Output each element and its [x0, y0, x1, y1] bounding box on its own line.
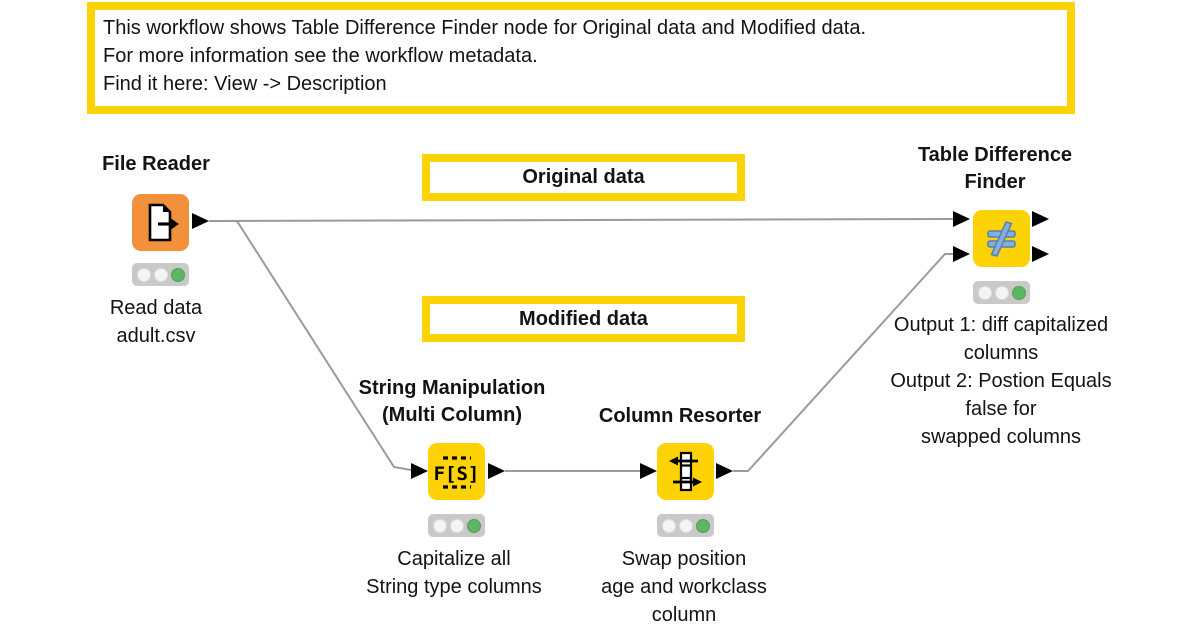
node-comment-string-manipulation: Capitalize all String type columns [366, 548, 542, 598]
connection-filereader-to-tablediff-in1[interactable] [208, 218, 954, 222]
svg-text:F[S]: F[S] [434, 463, 480, 485]
status-dot [994, 285, 1009, 300]
annotation-line: Find it here: View -> Description [103, 73, 387, 95]
node-comment-table-difference-finder: Output 1: diff capitalized columns Outpu… [890, 314, 1112, 448]
tablediff-output-port-2[interactable] [1032, 246, 1049, 262]
tablediff-input-port-1[interactable] [953, 211, 970, 227]
status-dot [977, 285, 992, 300]
traffic-light-table-difference-finder [973, 281, 1030, 304]
annotation-line: For more information see the workflow me… [103, 45, 538, 67]
status-dot [661, 518, 676, 533]
node-table-difference-finder[interactable] [973, 210, 1030, 267]
traffic-light-file-reader [132, 263, 189, 286]
column-resorter-output-port[interactable] [716, 463, 733, 479]
banner-label: Modified data [519, 307, 648, 330]
traffic-light-column-resorter [657, 514, 714, 537]
status-dot [466, 518, 481, 533]
node-comment-column-resorter: Swap position age and workclass column [601, 548, 767, 626]
banner-label: Original data [522, 166, 645, 188]
file-export-icon [148, 203, 179, 242]
traffic-light-string-manipulation [428, 514, 485, 537]
annotation-line: This workflow shows Table Difference Fin… [103, 17, 866, 39]
status-dot [432, 518, 447, 533]
tablediff-output-port-1[interactable] [1032, 211, 1049, 227]
status-dot [153, 267, 168, 282]
string-manipulation-input-port[interactable] [411, 463, 428, 479]
string-manipulation-output-port[interactable] [488, 463, 505, 479]
connection-columnresorter-to-tablediff-in2[interactable] [733, 253, 953, 472]
file-reader-output-port[interactable] [192, 213, 209, 229]
node-comment-file-reader: Read data adult.csv [109, 297, 203, 347]
column-swap-icon [669, 451, 702, 492]
node-file-reader[interactable] [132, 194, 189, 251]
status-dot [170, 267, 185, 282]
node-title-table-difference-finder: Table Difference Finder [917, 144, 1073, 193]
banner-modified-data[interactable]: Modified data [422, 296, 745, 342]
status-dot [1011, 285, 1026, 300]
status-dot [136, 267, 151, 282]
workflow-annotation[interactable]: This workflow shows Table Difference Fin… [87, 2, 1075, 114]
column-resorter-input-port[interactable] [640, 463, 657, 479]
banner-original-data[interactable]: Original data [422, 154, 745, 201]
not-equal-icon [987, 221, 1016, 257]
tablediff-input-port-2[interactable] [953, 246, 970, 262]
node-title-column-resorter: Column Resorter [598, 405, 762, 427]
node-string-manipulation[interactable]: F[S] [428, 443, 485, 500]
node-column-resorter[interactable] [657, 443, 714, 500]
node-title-file-reader: File Reader [102, 153, 210, 175]
status-dot [695, 518, 710, 533]
string-multi-column-icon: F[S] [434, 456, 480, 489]
status-dot [449, 518, 464, 533]
node-title-string-manipulation: String Manipulation (Multi Column) [358, 377, 546, 426]
status-dot [678, 518, 693, 533]
connection-filereader-to-stringmanip[interactable] [209, 220, 412, 471]
